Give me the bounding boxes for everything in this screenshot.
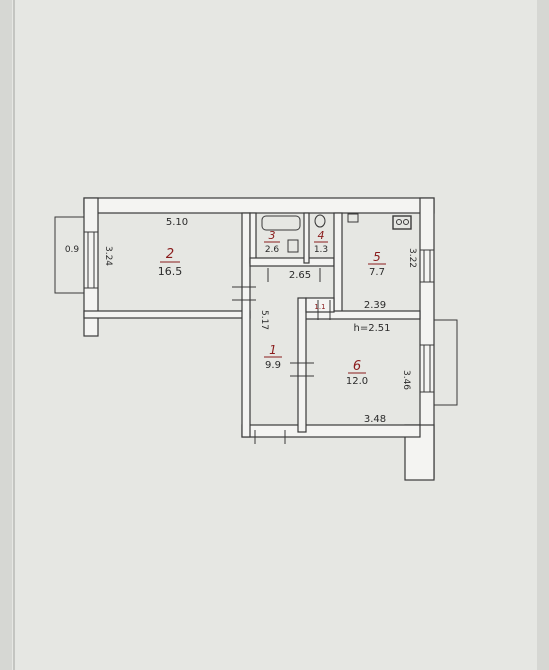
ceiling-height: h=2.51 [354, 323, 391, 334]
room6-number: 6 [353, 359, 361, 374]
room4-number: 4 [318, 229, 325, 242]
pantry-label: 1.1 [314, 303, 325, 311]
outer-bottom-wall [241, 424, 421, 438]
pantry-box [305, 297, 335, 313]
dim-kitchen-width: 2.39 [364, 300, 386, 311]
door-marks [232, 268, 331, 444]
dim-room6-width: 3.48 [364, 414, 386, 425]
windows [84, 231, 434, 393]
dim-top-width: 5.10 [166, 217, 188, 228]
kitchen-left-wall [333, 212, 343, 314]
room4-area: 1.3 [314, 245, 328, 255]
room2-bottom-wall [83, 310, 251, 319]
dim-corridor-width: 2.65 [289, 270, 311, 281]
room6-left-wall [297, 297, 307, 433]
toilet-icon [314, 214, 326, 228]
room6-area: 12.0 [346, 376, 368, 387]
bath-wc-wall [303, 212, 310, 264]
fixtures [261, 213, 412, 253]
dim-balcony-width: 0.9 [65, 245, 80, 255]
sink-icon [287, 239, 299, 253]
bath-bottom-wall [249, 257, 335, 267]
stove-icon [392, 215, 412, 230]
room5-number: 5 [373, 250, 381, 264]
room2-number: 2 [166, 247, 174, 262]
kitchen-sink-icon [347, 213, 359, 223]
room2-area: 16.5 [158, 265, 183, 278]
bathtub-icon [261, 215, 301, 231]
room3-number: 3 [269, 229, 276, 242]
dim-room6-height: 3.46 [401, 370, 411, 390]
bath-left-wall [249, 212, 257, 264]
dim-left-height: 3.24 [103, 246, 113, 266]
room1-number: 1 [269, 343, 277, 357]
hall-left-wall [241, 212, 251, 438]
dim-kitchen-height: 3.22 [407, 248, 417, 268]
room3-area: 2.6 [265, 245, 280, 255]
dim-hall-length: 5.17 [259, 310, 269, 330]
outer-top-wall [83, 197, 435, 214]
room1-area: 9.9 [265, 360, 281, 371]
paper-sheet [12, 0, 537, 670]
room5-area: 7.7 [369, 267, 385, 278]
